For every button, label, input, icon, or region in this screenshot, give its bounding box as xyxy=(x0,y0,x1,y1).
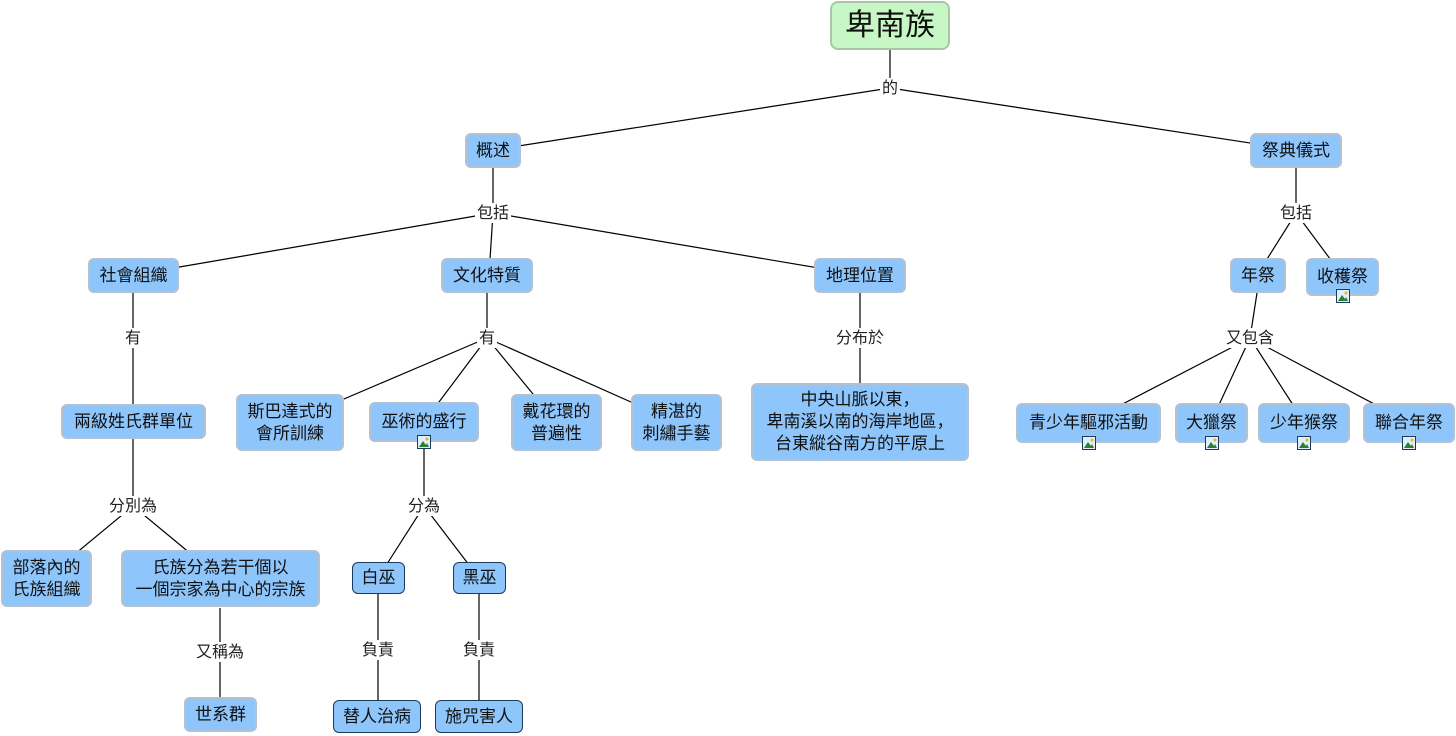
concept-geo-desc-line1: 中央山脈以東， xyxy=(800,390,920,410)
concept-black-witch[interactable]: 黑巫 xyxy=(453,562,506,594)
concept-hunt-label: 大獵祭 xyxy=(1186,413,1237,433)
link-label-clan-alias: 又稱為 xyxy=(193,642,247,662)
concept-monkey-label: 少年猴祭 xyxy=(1270,413,1338,433)
concept-tribal-line1: 部落內的 xyxy=(12,557,81,578)
concept-rituals-label: 祭典儀式 xyxy=(1262,140,1330,161)
concept-tribal-line2: 氏族組織 xyxy=(12,579,81,600)
image-attachment-icon[interactable] xyxy=(417,435,431,449)
root-concept[interactable]: 卑南族 xyxy=(830,1,950,50)
link-label-ritual-include: 包括 xyxy=(1277,203,1315,223)
concept-geo[interactable]: 地理位置 xyxy=(814,258,906,293)
concept-flower-line2: 普遍性 xyxy=(531,423,582,444)
concept-sparta-line1: 斯巴達式的 xyxy=(247,401,333,422)
concept-twolevel-label: 兩級姓氏群單位 xyxy=(74,411,193,432)
concept-joint[interactable]: 聯合年祭 xyxy=(1363,403,1455,450)
concept-culture[interactable]: 文化特質 xyxy=(441,258,533,293)
concept-curse[interactable]: 施咒害人 xyxy=(435,700,523,733)
concept-white-witch-label: 白巫 xyxy=(361,568,396,588)
concept-youth[interactable]: 青少年驅邪活動 xyxy=(1016,403,1161,450)
concept-overview[interactable]: 概述 xyxy=(465,133,521,168)
link-label-overview-include: 包括 xyxy=(474,203,512,223)
concept-embroidery-line1: 精湛的 xyxy=(651,401,702,422)
concept-annual[interactable]: 年祭 xyxy=(1230,258,1286,293)
concept-black-witch-label: 黑巫 xyxy=(462,568,497,588)
concept-lineage[interactable]: 世系群 xyxy=(184,697,257,732)
concept-culture-label: 文化特質 xyxy=(453,265,521,286)
concept-annual-label: 年祭 xyxy=(1241,265,1275,286)
concept-harvest[interactable]: 收穫祭 xyxy=(1306,258,1379,303)
concept-clan-line1: 氏族分為若干個以 xyxy=(152,557,289,578)
root-concept-label: 卑南族 xyxy=(845,7,935,43)
concept-tribal[interactable]: 部落內的 氏族組織 xyxy=(1,550,92,607)
concept-harvest-label: 收穫祭 xyxy=(1317,267,1368,287)
concept-twolevel[interactable]: 兩級姓氏群單位 xyxy=(61,404,206,439)
image-attachment-icon[interactable] xyxy=(1297,436,1311,450)
concept-flower[interactable]: 戴花環的 普遍性 xyxy=(511,394,602,451)
link-label-geo-distributed: 分布於 xyxy=(833,328,887,348)
concept-monkey[interactable]: 少年猴祭 xyxy=(1258,403,1350,450)
concept-geo-desc-line2: 卑南溪以南的海岸地區， xyxy=(766,412,954,432)
concept-witchcraft[interactable]: 巫術的盛行 xyxy=(369,402,479,449)
concept-geo-label: 地理位置 xyxy=(826,265,894,286)
concept-lineage-label: 世系群 xyxy=(195,704,246,725)
concept-hunt[interactable]: 大獵祭 xyxy=(1175,403,1248,450)
concept-overview-label: 概述 xyxy=(476,140,510,161)
concept-witchcraft-label: 巫術的盛行 xyxy=(381,412,467,432)
concept-white-witch[interactable]: 白巫 xyxy=(352,562,405,594)
concept-heal[interactable]: 替人治病 xyxy=(333,700,421,733)
link-label-social-has: 有 xyxy=(122,328,144,348)
link-label-twolevel-divided: 分別為 xyxy=(106,496,160,516)
concept-geo-desc-line3: 台東縱谷南方的平原上 xyxy=(775,434,945,454)
link-label-witch-divided: 分為 xyxy=(405,496,443,516)
link-label-black-resp: 負責 xyxy=(460,640,498,660)
concept-geo-desc[interactable]: 中央山脈以東， 卑南溪以南的海岸地區， 台東縱谷南方的平原上 xyxy=(751,383,969,461)
concept-flower-line1: 戴花環的 xyxy=(522,401,591,422)
concept-clan-line2: 一個宗家為中心的宗族 xyxy=(135,579,306,600)
image-attachment-icon[interactable] xyxy=(1402,436,1416,450)
link-label-root: 的 xyxy=(879,78,901,98)
link-label-annual-contains: 又包含 xyxy=(1223,328,1277,348)
image-attachment-icon[interactable] xyxy=(1081,436,1096,450)
concept-embroidery-line2: 刺繡手藝 xyxy=(642,423,711,444)
concept-sparta-line2: 會所訓練 xyxy=(256,423,324,444)
image-attachment-icon[interactable] xyxy=(1335,289,1350,303)
concept-clan[interactable]: 氏族分為若干個以 一個宗家為中心的宗族 xyxy=(121,550,320,607)
image-attachment-icon[interactable] xyxy=(1204,436,1219,450)
concept-heal-label: 替人治病 xyxy=(343,706,411,727)
concept-social-label: 社會組織 xyxy=(99,265,168,286)
concept-social[interactable]: 社會組織 xyxy=(88,258,179,293)
concept-joint-label: 聯合年祭 xyxy=(1375,413,1443,433)
link-label-culture-has: 有 xyxy=(476,328,498,348)
concept-curse-label: 施咒害人 xyxy=(445,706,513,727)
link-label-white-resp: 負責 xyxy=(359,640,397,660)
concept-youth-label: 青少年驅邪活動 xyxy=(1029,413,1148,433)
concept-sparta[interactable]: 斯巴達式的 會所訓練 xyxy=(236,394,344,451)
concept-embroidery[interactable]: 精湛的 刺繡手藝 xyxy=(631,394,722,451)
concept-rituals[interactable]: 祭典儀式 xyxy=(1250,133,1342,168)
